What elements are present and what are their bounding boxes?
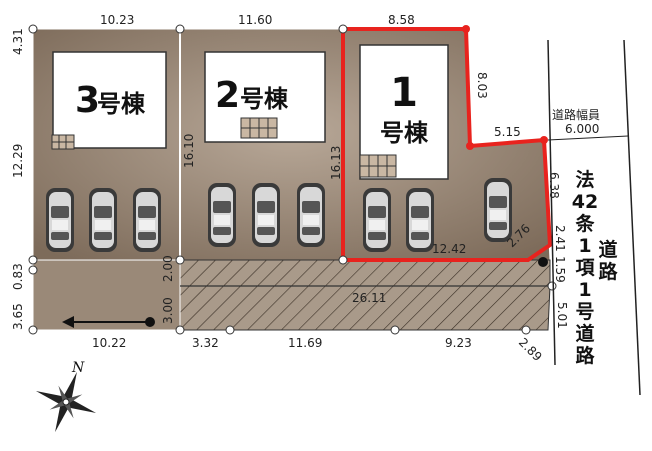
dim-top-lot1: 8.58 (388, 13, 415, 27)
dim-left-top: 4.31 (11, 28, 25, 55)
dim-lot1-bottom: 12.42 (432, 242, 466, 256)
road-name: 道路 (598, 238, 618, 283)
lower-lot-area (32, 259, 181, 331)
dim-right-638: 6.38 (547, 172, 561, 199)
dim-top-lot2: 11.60 (238, 13, 272, 27)
parking-car (133, 188, 161, 252)
dim-bottom-332: 3.32 (192, 336, 219, 350)
building-lot3 (52, 51, 167, 149)
road-designation-char: 条 (575, 212, 595, 235)
road-width-label: 道路幅員 (552, 107, 600, 122)
dim-right-501: 5.01 (555, 302, 569, 329)
dim-strip-len: 26.11 (352, 291, 386, 305)
road-designation-char: 号 (575, 301, 594, 323)
road-designation-char: 1 (578, 235, 591, 257)
dim-strip-300: 3.00 (161, 297, 175, 324)
road-designation-char: 道 (575, 322, 594, 345)
dim-left-365: 3.65 (11, 303, 25, 330)
road-edge-right (623, 39, 641, 396)
parking-car (297, 183, 325, 247)
lot2-suffix: 号棟 (240, 85, 289, 113)
parking-car (46, 188, 74, 252)
dim-div-12: 16.13 (329, 146, 343, 180)
dim-right-241: 2.41 (553, 225, 567, 252)
entrance-lot1 (359, 154, 397, 178)
lot1-suffix: 号棟 (380, 119, 429, 147)
road-designation-char: 1 (578, 279, 591, 301)
dim-bottom-1169: 11.69 (288, 336, 322, 350)
dim-top-lot3: 10.23 (100, 13, 134, 27)
compass-icon (35, 371, 97, 433)
road-designation-char: 法 (575, 168, 594, 191)
lot1-outline (341, 27, 553, 262)
lot3-number: 3 (75, 80, 100, 121)
dim-right-159: 1.59 (553, 256, 567, 283)
road-name-char: 路 (598, 260, 618, 283)
dim-bottom-923: 9.23 (445, 336, 472, 350)
lot1-number: 1 (390, 70, 418, 116)
boundary-markers (28, 24, 557, 335)
lot3-suffix: 号棟 (97, 90, 146, 118)
parking-car (208, 183, 236, 247)
road-name-char: 道 (598, 238, 617, 261)
parking-car (252, 183, 280, 247)
dim-bottom-1022: 10.22 (92, 336, 126, 350)
road-designation-char: 42 (572, 191, 598, 213)
dim-lot1-step: 5.15 (494, 125, 521, 139)
lot2-number: 2 (215, 75, 240, 116)
road-designation-char: 路 (575, 344, 595, 367)
dim-div-23: 16.10 (182, 134, 196, 168)
parking-car (406, 188, 434, 252)
entrance-lot2 (240, 117, 278, 139)
entry-arrow (62, 316, 150, 328)
dim-lot1-right: 8.03 (475, 72, 489, 99)
dim-left-083: 0.83 (11, 263, 25, 290)
parking-car (89, 188, 117, 252)
parking-car (363, 188, 391, 252)
road-edge-left (547, 39, 556, 366)
compass-north-label: N (71, 360, 85, 376)
dim-bottom-289: 2.89 (516, 335, 545, 364)
road-width-line (547, 135, 629, 141)
parking-car (484, 178, 512, 242)
entrance-lot3 (51, 134, 75, 150)
dim-strip-200: 2.00 (161, 255, 175, 282)
road-width-value: 6.000 (565, 122, 599, 136)
lot1-markers (462, 25, 548, 150)
dim-left-mid: 12.29 (11, 144, 25, 178)
utility-marker (538, 257, 548, 267)
road-designation-char: 項 (575, 257, 595, 279)
